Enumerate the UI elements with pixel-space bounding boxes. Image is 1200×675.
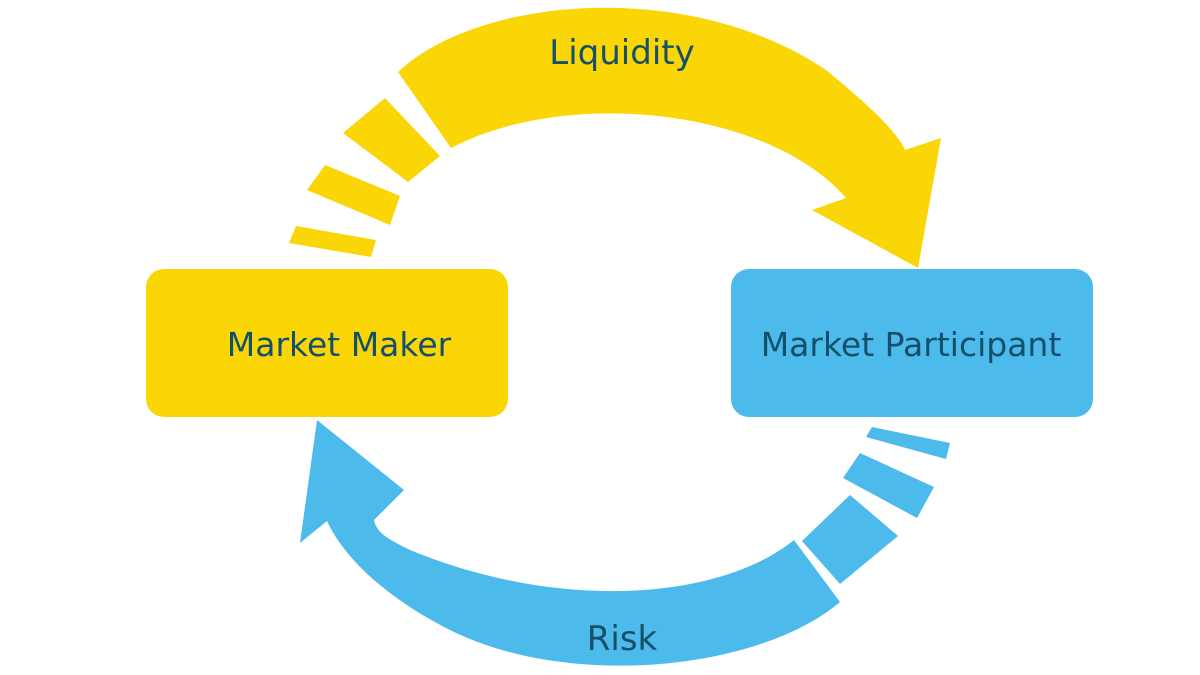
market-maker-label: Market Maker <box>227 325 452 364</box>
risk-trail-segment-2 <box>843 453 934 518</box>
market-maker-box <box>146 269 508 417</box>
market-participant-box <box>731 269 1093 417</box>
liquidity-trail-segment-1 <box>343 98 440 182</box>
liquidity-arrow-body <box>398 7 941 268</box>
market-participant-node: Market Participant <box>731 269 1093 417</box>
risk-flow-arrow: Risk <box>300 420 950 666</box>
market-participant-label: Market Participant <box>761 325 1062 364</box>
market-maker-node: Market Maker <box>146 269 508 417</box>
risk-label: Risk <box>587 619 658 659</box>
liquidity-label: Liquidity <box>549 33 694 73</box>
risk-arrow-body <box>300 420 840 666</box>
liquidity-trail-segment-2 <box>307 165 400 225</box>
liquidity-flow-arrow: Liquidity <box>289 7 941 268</box>
risk-trail-segment-3 <box>866 427 950 459</box>
risk-trail-segment-1 <box>802 495 898 584</box>
liquidity-trail-segment-3 <box>289 226 376 257</box>
